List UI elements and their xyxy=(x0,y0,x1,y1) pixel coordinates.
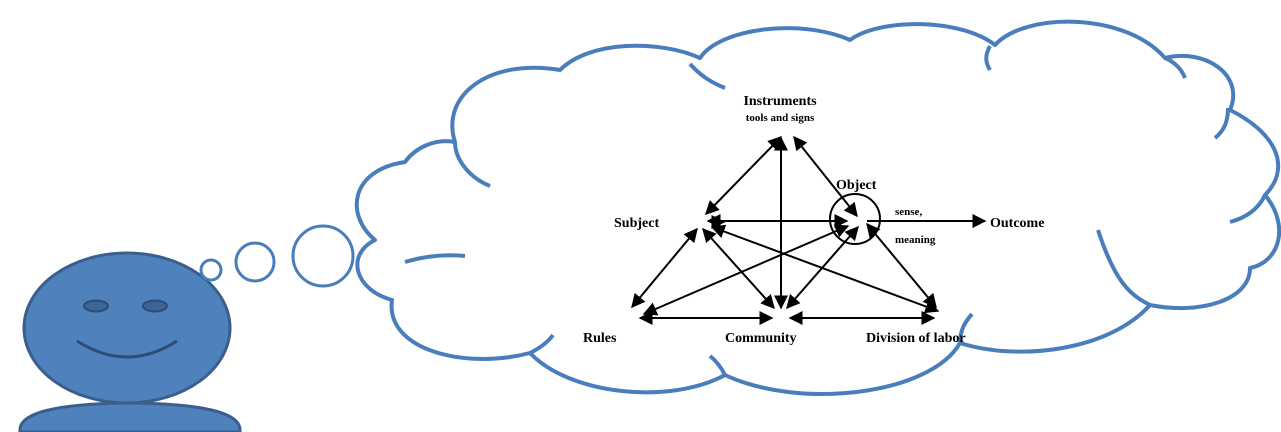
thought-cloud xyxy=(354,19,1281,396)
label-instruments-sub: tools and signs xyxy=(746,112,815,124)
thought-bubble-large xyxy=(291,224,355,288)
person-figure xyxy=(18,251,242,432)
person-head xyxy=(22,251,232,405)
label-meaning: meaning xyxy=(895,234,936,246)
label-outcome: Outcome xyxy=(990,216,1044,231)
person-left-eye xyxy=(83,299,109,313)
person-right-eye xyxy=(142,299,168,313)
label-community: Community xyxy=(725,331,797,346)
label-division: Division of labor xyxy=(866,331,966,346)
activity-labels: Instruments tools and signs Object Subje… xyxy=(583,94,1044,346)
label-object: Object xyxy=(836,178,877,193)
object-circle xyxy=(829,193,881,245)
thought-bubble-medium xyxy=(234,241,276,283)
label-rules: Rules xyxy=(583,331,617,346)
activity-arrows xyxy=(631,135,987,325)
person-smile xyxy=(76,339,178,359)
label-sense: sense, xyxy=(895,206,922,218)
label-subject: Subject xyxy=(614,216,659,231)
arrow-community-object xyxy=(786,225,859,310)
person-body xyxy=(18,401,242,432)
arrow-division-object xyxy=(866,222,937,309)
thought-bubbles xyxy=(199,224,355,288)
label-instruments: Instruments xyxy=(743,94,817,109)
thought-bubble-small xyxy=(199,258,223,282)
arrow-subject-instruments xyxy=(705,135,782,216)
arrow-instruments-object xyxy=(793,135,858,218)
cloud-inner-curls xyxy=(404,45,1267,376)
